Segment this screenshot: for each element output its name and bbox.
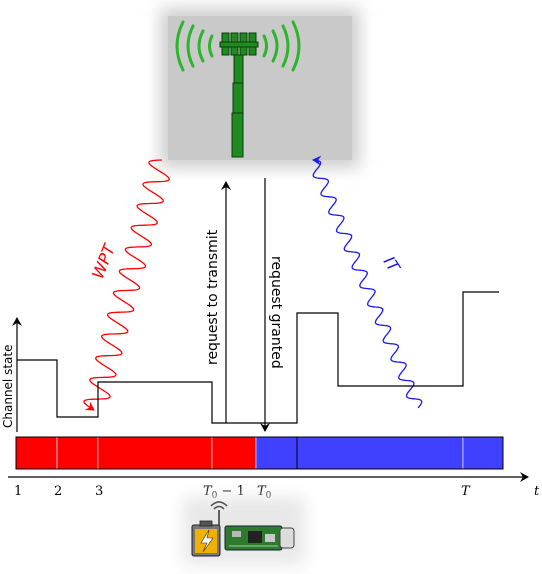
wpt-energy-arrow: WPT [83,159,170,411]
channel-state-curve [17,291,499,424]
battery-icon [191,520,221,557]
slot-harvest [15,436,58,470]
slot-tick-t: T [461,484,471,499]
circuit-board-icon [224,525,295,551]
request-granted-label: request granted [268,256,284,369]
slot-harvest [56,436,99,470]
wpt-label: WPT [88,241,119,282]
time-axis-label: t [534,484,540,499]
it-info-arrow: IT [312,155,423,409]
time-slot-bar [15,436,504,470]
slot-tick-3: 3 [95,484,103,499]
slot-harvest [211,436,257,470]
slot-tick-t0: T0 [257,484,272,501]
slot-harvest [97,436,213,470]
channel-state-axis: Channel state [1,317,22,432]
radio-waves-icon [175,20,301,72]
slot-transmit [462,436,504,470]
channel-state-label: Channel state [1,345,15,428]
antenna-tower-icon [219,32,259,158]
base-station [160,8,360,168]
base-station-panel [168,16,352,160]
time-axis: t 1 2 3 T0 − 1 T0 T [8,472,540,501]
slot-tick-t0-minus-1: T0 − 1 [203,484,245,501]
slot-transmit [255,436,464,470]
it-label: IT [380,253,404,277]
request-granted-arrow: request granted [260,178,284,432]
request-to-transmit-arrow: request to transmit [205,181,231,423]
slot-tick-2: 2 [54,484,62,499]
sensor-device [183,497,305,565]
wireless-signal-icon [210,501,228,510]
slot-tick-1: 1 [14,484,22,499]
request-to-transmit-label: request to transmit [205,229,221,365]
lightning-icon [200,529,214,553]
